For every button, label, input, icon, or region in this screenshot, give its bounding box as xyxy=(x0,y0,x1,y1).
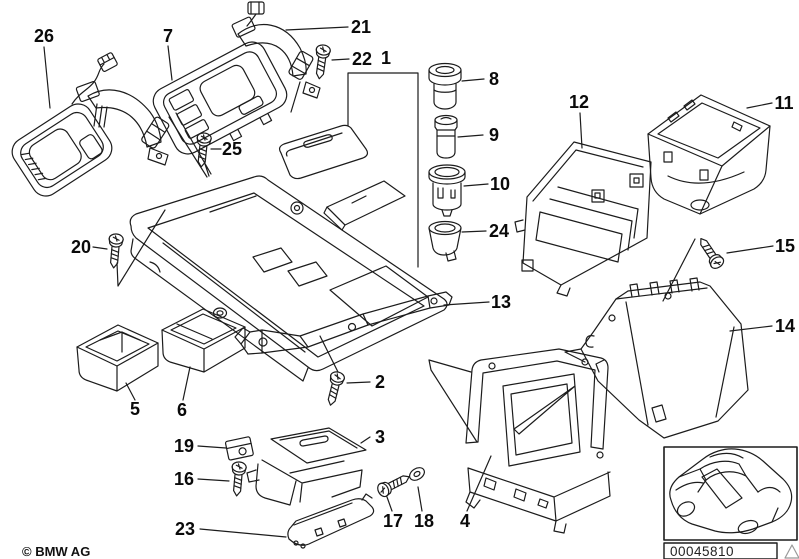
leader-line-24 xyxy=(461,230,487,233)
leader-line-15 xyxy=(726,245,774,254)
drawing-support-bracket-13 xyxy=(234,291,453,355)
drawing-storage-box-6 xyxy=(161,307,246,373)
drawing-sliding-cover xyxy=(278,124,369,180)
drawing-screw-15 xyxy=(694,234,727,272)
callout-14[interactable]: 14 xyxy=(775,316,795,336)
leader-line-23 xyxy=(199,528,287,538)
callout-22[interactable]: 22 xyxy=(352,49,372,69)
callout-18[interactable]: 18 xyxy=(414,511,434,531)
drawing-screw-2 xyxy=(323,369,347,408)
leader-line-13 xyxy=(443,301,490,306)
leader-line-6 xyxy=(182,366,191,401)
callout-6[interactable]: 6 xyxy=(177,400,187,420)
drawing-cassette-box-12 xyxy=(514,141,652,297)
leader-line-1 xyxy=(347,72,419,268)
callout-11[interactable]: 11 xyxy=(774,93,793,113)
drawing-bracket-arm-21 xyxy=(231,1,321,99)
callout-10[interactable]: 10 xyxy=(490,174,510,194)
next-page-triangle-icon[interactable] xyxy=(784,544,799,559)
leader-line-12 xyxy=(579,112,583,149)
callout-16[interactable]: 16 xyxy=(174,469,194,489)
callout-13[interactable]: 13 xyxy=(491,292,511,312)
leader-line-10 xyxy=(463,183,489,187)
car-location-thumbnail xyxy=(663,446,798,541)
plate-number: 00045810 xyxy=(670,544,734,559)
callout-3[interactable]: 3 xyxy=(375,427,385,447)
drawing-socket-housing-10 xyxy=(428,164,466,217)
leader-line-18 xyxy=(417,486,423,512)
console-location-highlight xyxy=(701,468,743,509)
callout-25[interactable]: 25 xyxy=(222,139,242,159)
callout-9[interactable]: 9 xyxy=(489,125,499,145)
leader-line-2 xyxy=(346,381,371,384)
callout-21[interactable]: 21 xyxy=(351,17,371,37)
leader-line-3 xyxy=(360,436,371,444)
leader-line-16 xyxy=(197,478,230,482)
drawing-ashtray-3 xyxy=(246,427,367,506)
drawing-lower-cover-23 xyxy=(287,493,375,549)
callout-23[interactable]: 23 xyxy=(175,519,195,539)
leader-line-7 xyxy=(167,45,173,81)
drawing-lighter-element-9 xyxy=(434,114,458,159)
callout-4[interactable]: 4 xyxy=(460,511,470,531)
leader-line-26 xyxy=(43,46,51,109)
drawing-trim-frame-7 xyxy=(152,41,288,155)
leader-line-22 xyxy=(331,58,350,61)
leader-line-17 xyxy=(386,496,393,512)
leader-line-21 xyxy=(285,26,349,31)
callout-24[interactable]: 24 xyxy=(489,221,509,241)
callout-15[interactable]: 15 xyxy=(775,236,795,256)
callout-19[interactable]: 19 xyxy=(174,436,194,456)
drawing-screw-20 xyxy=(106,232,125,270)
callout-7[interactable]: 7 xyxy=(163,26,173,46)
drawing-screw-17 xyxy=(374,469,413,500)
plate-number-box: 00045810 xyxy=(663,542,778,559)
callout-12[interactable]: 12 xyxy=(569,92,589,112)
leader-line-4 xyxy=(466,455,492,512)
leader-line-8 xyxy=(461,78,485,82)
leader-line-9 xyxy=(457,134,484,138)
callout-17[interactable]: 17 xyxy=(383,511,403,531)
drawing-screw-22 xyxy=(311,43,332,81)
drawing-storage-tray-5 xyxy=(76,324,159,392)
callout-26[interactable]: 26 xyxy=(34,26,54,46)
leader-line-5 xyxy=(125,382,136,401)
drawing-washer-18 xyxy=(409,467,425,481)
leader-line-14 xyxy=(729,325,773,332)
callout-2[interactable]: 2 xyxy=(375,372,385,392)
callout-20[interactable]: 20 xyxy=(71,237,91,257)
drawing-rear-housing-14 xyxy=(564,277,749,439)
drawing-mounting-frame-4 xyxy=(428,348,611,534)
callout-5[interactable]: 5 xyxy=(130,399,140,419)
callout-1[interactable]: 1 xyxy=(381,48,391,68)
drawing-bracket-arm-left xyxy=(75,81,170,166)
drawing-screw-16 xyxy=(229,460,248,498)
leader-line-11 xyxy=(746,102,773,109)
drawing-trim-frame-26 xyxy=(11,52,118,197)
drawing-clip-nut-19 xyxy=(224,436,254,461)
leader-line-19 xyxy=(197,445,227,449)
drawing-retainer-cap-24 xyxy=(428,220,462,262)
car-outline xyxy=(669,448,793,535)
copyright-text: © BMW AG xyxy=(22,544,90,559)
drawing-rear-tray-11 xyxy=(647,94,771,215)
drawing-socket-ring-8 xyxy=(428,62,462,110)
leader-line-20 xyxy=(92,246,108,250)
callout-8[interactable]: 8 xyxy=(489,69,499,89)
drawing-compartment-lid xyxy=(323,180,406,231)
drawing-center-console xyxy=(129,175,448,382)
